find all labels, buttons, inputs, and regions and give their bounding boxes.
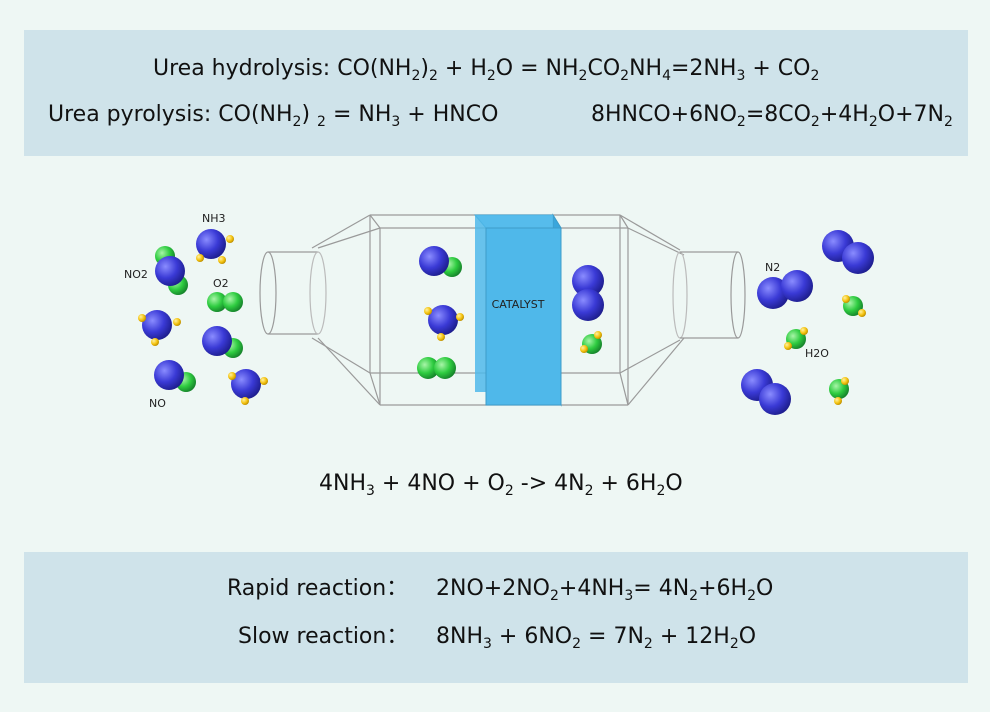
n2-molecule	[822, 230, 874, 274]
rapid-reaction-formula-wrap: 2NO+2NO2+4NH3= 4N2+6H2O	[436, 576, 774, 604]
nh3-molecule	[138, 310, 181, 346]
nh3-molecule	[424, 305, 464, 341]
h2o-molecule	[842, 295, 866, 317]
slow-reaction-formula: 8NH3 + 6NO2 = 7N2 + 12H2O	[436, 624, 757, 652]
hnco-no2-formula: 8HNCO+6NO2=8CO2+4H2O+7N2	[591, 102, 953, 130]
slow-reaction-label: Slow reaction：	[238, 624, 409, 649]
n2-label: N2	[765, 261, 780, 274]
rapid-reaction-equation: Rapid reaction：	[227, 578, 408, 600]
n2-molecule	[741, 369, 791, 415]
nh3-molecule	[228, 369, 268, 405]
o2-molecule	[417, 357, 456, 379]
urea-pyrolysis-formula: CO(NH2) 2 = NH3 + HNCO	[218, 102, 499, 130]
catalyst-label: CATALYST	[492, 298, 545, 311]
no2-label: NO2	[124, 268, 148, 281]
nh3-label: NH3	[202, 212, 226, 225]
h2o-molecule	[829, 377, 849, 405]
urea-pyrolysis-label: Urea pyrolysis:	[48, 102, 219, 127]
n2-molecule	[757, 270, 813, 309]
no-molecule	[154, 360, 196, 392]
slow-reaction-formula-wrap: 8NH3 + 6NO2 = 7N2 + 12H2O	[436, 624, 757, 652]
h2o-molecule	[784, 327, 808, 350]
no-molecule	[419, 246, 462, 277]
o2-molecule	[207, 292, 243, 312]
nh3-molecule	[196, 229, 234, 264]
no-molecule	[202, 326, 243, 358]
no2-molecule	[155, 246, 188, 295]
urea-hydrolysis-label: Urea hydrolysis:	[153, 56, 338, 81]
o2-label: O2	[213, 277, 229, 290]
catalyst-block: CATALYST	[473, 213, 562, 407]
main-scr-formula: 4NH3 + 4NO + O2 -> 4N2 + 6H2O	[319, 471, 683, 499]
h2o-molecule	[580, 331, 602, 354]
scr-reactor-diagram: CATALYST NH3 NO2 O2 NO N2 H2O	[124, 212, 874, 415]
urea-hydrolysis-equation: Urea hydrolysis: CO(NH2)2 + H2O = NH2CO2…	[153, 56, 820, 84]
top-equations-panel	[24, 30, 968, 156]
urea-hydrolysis-formula: CO(NH2)2 + H2O = NH2CO2NH4=2NH3 + CO2	[337, 56, 820, 84]
n2-molecule	[572, 265, 604, 321]
no-label: NO	[149, 397, 166, 410]
rapid-reaction-formula: 2NO+2NO2+4NH3= 4N2+6H2O	[436, 576, 774, 604]
main-scr-equation: 4NH3 + 4NO + O2 -> 4N2 + 6H2O	[319, 471, 683, 499]
urea-pyrolysis-equation: Urea pyrolysis: CO(NH2) 2 = NH3 + HNCO	[48, 102, 499, 130]
rapid-reaction-label: Rapid reaction：	[227, 576, 409, 601]
slow-reaction-equation: Slow reaction：	[238, 626, 408, 648]
hnco-no2-equation: 8HNCO+6NO2=8CO2+4H2O+7N2	[591, 102, 953, 130]
bottom-equations-panel	[24, 552, 968, 683]
h2o-label: H2O	[805, 347, 829, 360]
